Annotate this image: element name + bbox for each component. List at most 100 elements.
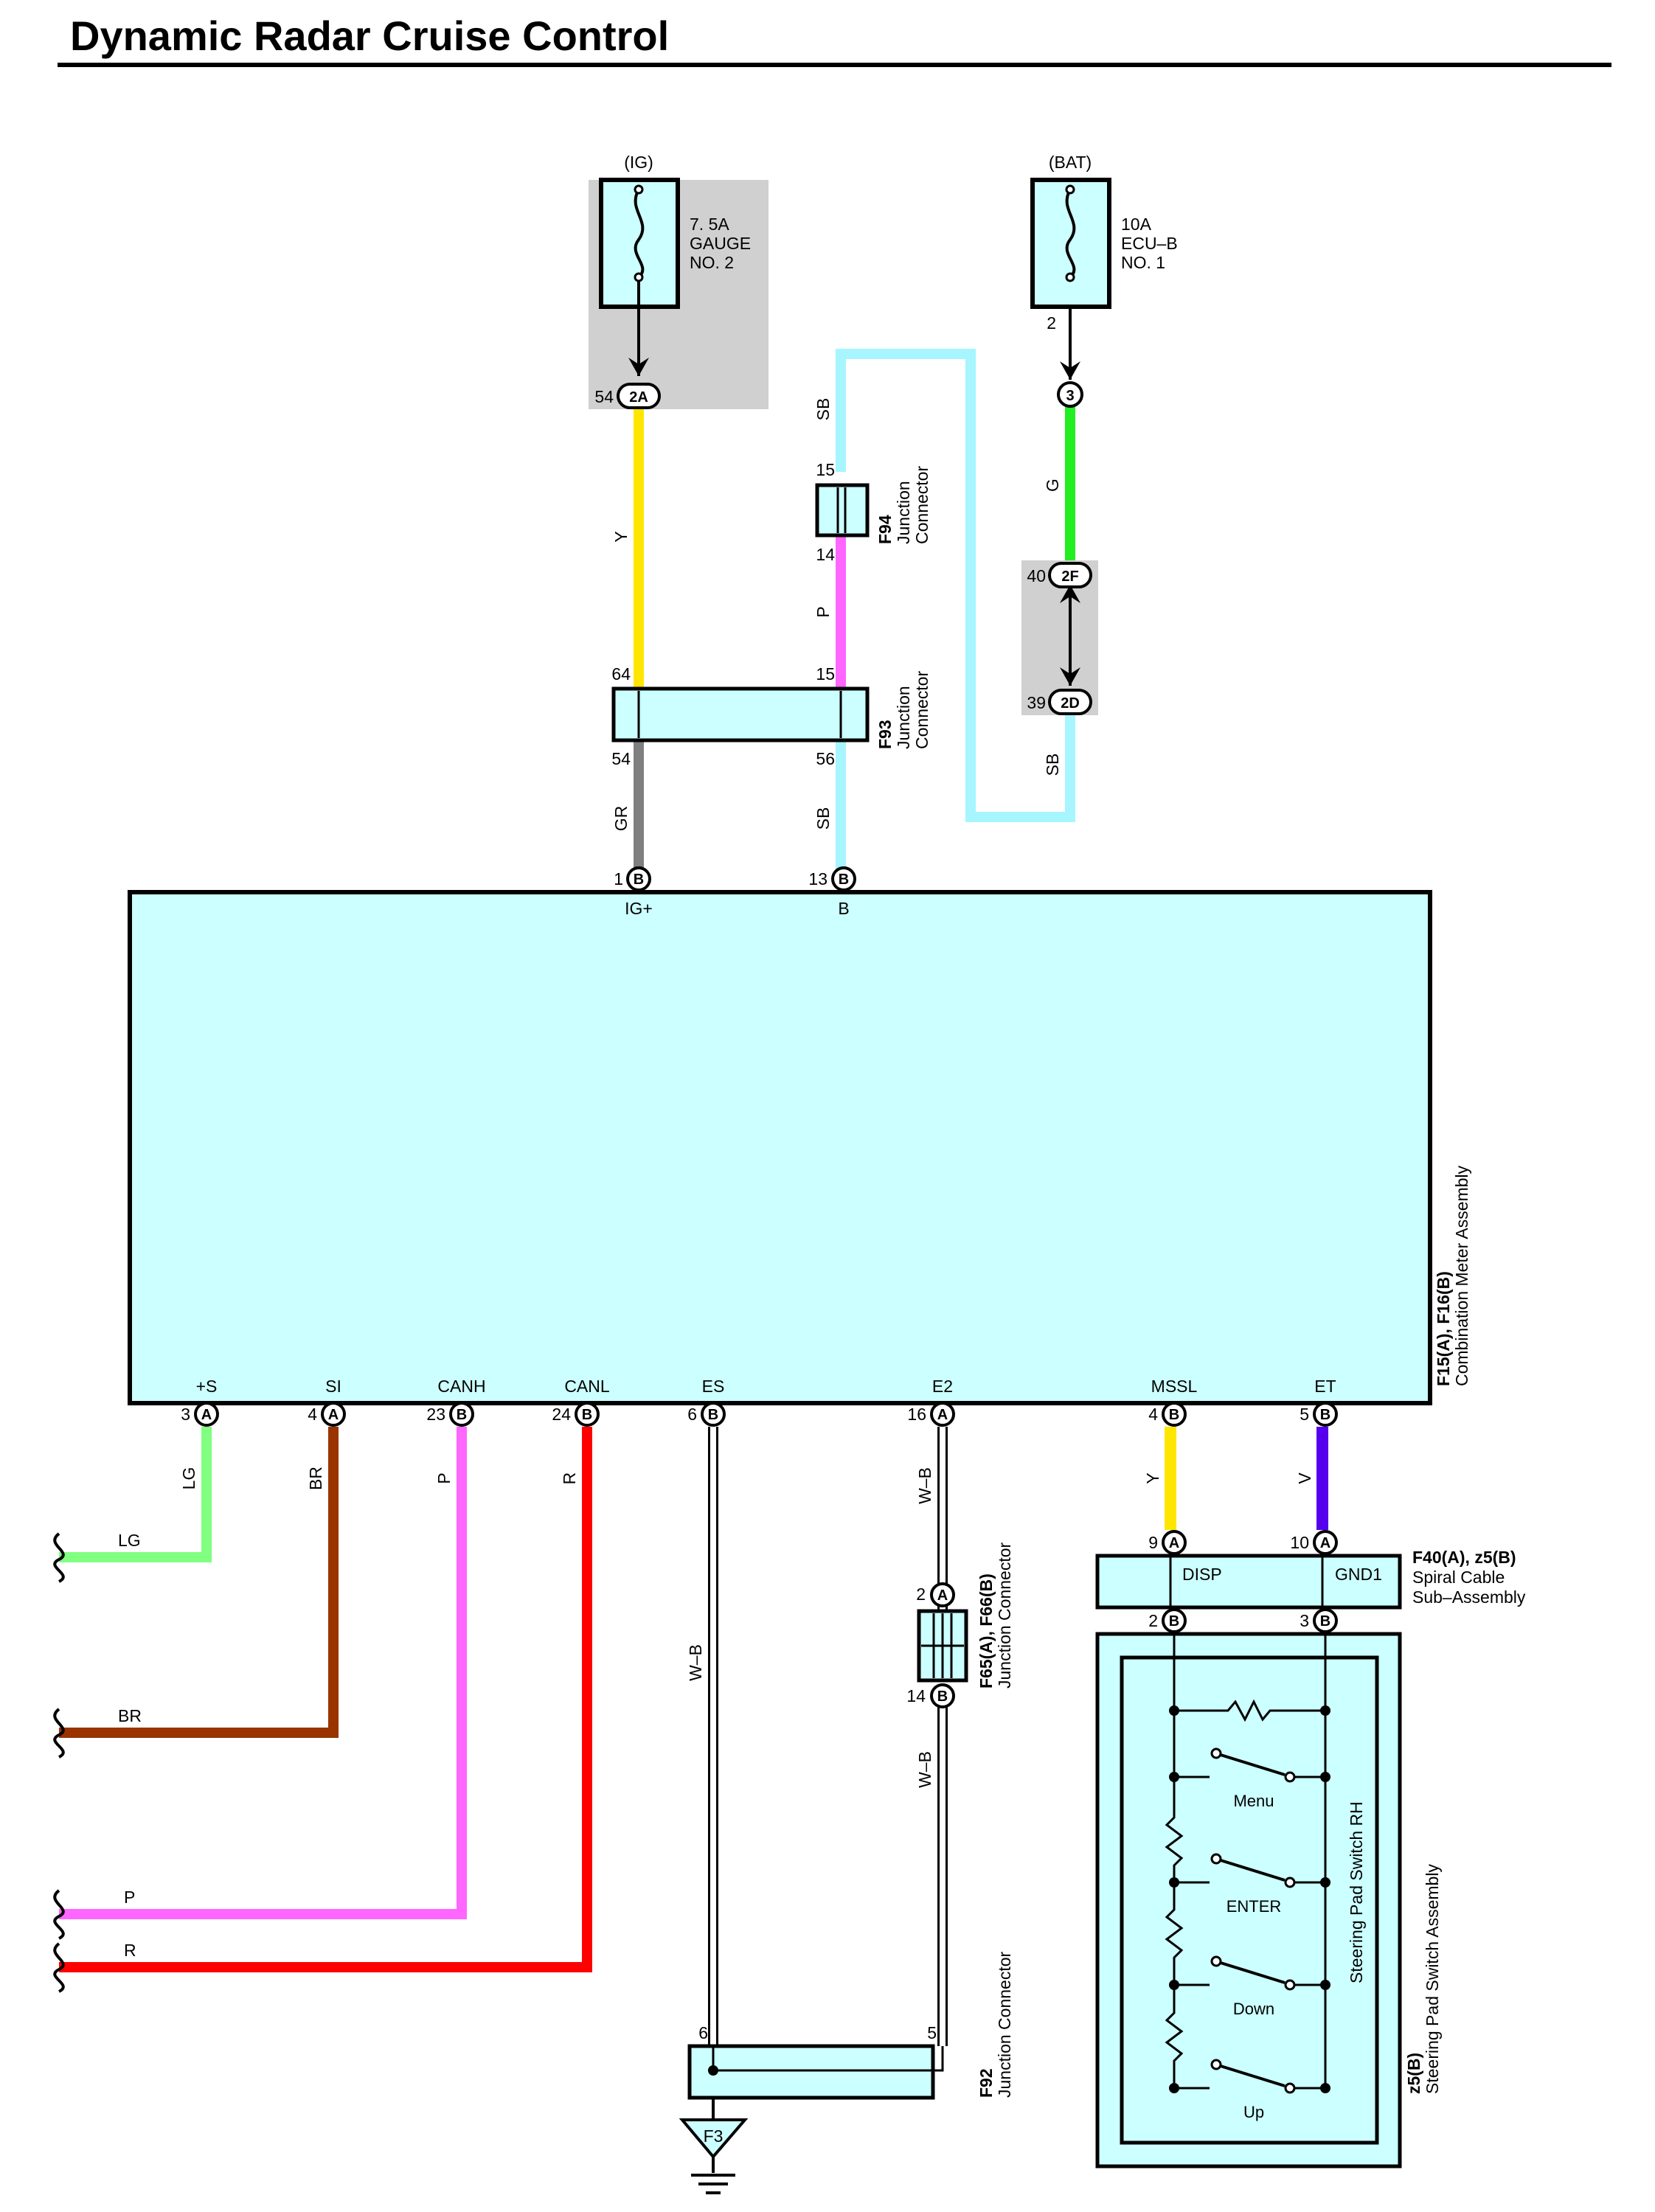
connector-3: 3 [1057,381,1083,408]
wire-label-y: Y [611,531,631,542]
svg-text:B: B [838,899,849,918]
f92-pin-right: 5 [927,2023,937,2042]
wire-end-p [53,1889,65,1940]
svg-text:B: B [1320,1613,1330,1630]
meter-bottom-terminals: A3+SA4SIB23CANHB24CANLB6ESA16E2B4MSSLB5E… [181,1377,1338,1427]
svg-text:5: 5 [1300,1405,1309,1424]
wire-end-label-br: BR [118,1706,142,1725]
spiral-pin-2b: B 2 [1148,1608,1187,1633]
f93-pin-tl: 64 [611,664,631,684]
connector-2d-pin: 39 [1027,693,1046,712]
meter-terminal-canh: B 23 CANH [426,1377,486,1427]
bat-fuse-name: ECU–B [1121,234,1178,253]
svg-text:4: 4 [308,1405,317,1424]
connector-2a-pin: 54 [594,387,614,406]
wire-r-can [59,1427,592,1972]
wire-label-lg: LG [179,1467,198,1490]
svg-text:+S: +S [196,1377,218,1396]
wire-label-p-can: P [434,1472,454,1484]
bat-fuse-number: NO. 1 [1121,253,1165,272]
svg-text:A: A [1320,1535,1330,1551]
ig-fuse-number: NO. 2 [690,253,734,272]
f65-name: Junction Connector [995,1542,1014,1688]
wire-label-gr: GR [611,806,631,832]
switch-down: Down [1169,1955,1330,2018]
combination-meter-assembly [128,890,1432,1405]
arrow-icon [628,358,649,376]
meter-id: F15(A), F16(B) [1434,1271,1453,1386]
bat-fuse [1030,178,1111,309]
wire-end-r [53,1942,65,1993]
junction-connector-f92 [687,2044,944,2120]
f65-id: F65(A), F66(B) [976,1573,996,1688]
spiral-pin-3b: B 3 [1300,1608,1338,1633]
f92-name: Junction Connector [995,1951,1014,2098]
meter-name: Combination Meter Assembly [1452,1165,1471,1386]
svg-text:2D: 2D [1061,695,1080,712]
connector-2a: 2A [617,383,661,409]
wire-label-g: G [1043,479,1062,492]
spiral-id: F40(A), z5(B) [1412,1548,1516,1567]
f94-id: F94 [875,515,895,544]
switch-label-up: Up [1243,2103,1264,2121]
wire-sb-loop [836,349,1075,822]
switch-label-menu: Menu [1233,1792,1274,1810]
fuse-icon [634,189,645,279]
spiral-name: Spiral Cable [1412,1568,1505,1587]
switch-up: Up [1169,2059,1330,2121]
svg-text:A: A [201,1407,212,1423]
switch-menu: Menu [1169,1747,1330,1810]
svg-text:3: 3 [1300,1611,1309,1630]
f94-pin-bottom: 14 [816,545,835,564]
f93-name: Junction [894,686,913,749]
junction-connector-f65: A B [917,1582,968,1708]
wire-lg [59,1427,212,1562]
svg-text:A: A [937,1407,948,1423]
switch-enter: ENTER [1169,1853,1330,1916]
svg-text:B: B [457,1407,467,1423]
f65-pin-bottom: 14 [906,1686,926,1705]
svg-text:9: 9 [1148,1533,1158,1552]
svg-text:B: B [937,1688,948,1705]
switch-label-down: Down [1233,2000,1274,2018]
ig-source-label: (IG) [624,153,653,172]
wire-label-sb-lower: SB [813,807,833,830]
svg-text:ES: ES [702,1377,725,1396]
f93-pin-br: 56 [816,749,835,768]
wire-label-wb-e2-lower: W–B [915,1751,934,1788]
page-title: Dynamic Radar Cruise Control [70,13,669,59]
svg-text:10: 10 [1290,1533,1309,1552]
svg-text:A: A [328,1407,339,1423]
svg-text:24: 24 [552,1405,571,1424]
wire-br [59,1427,339,1738]
connector-2f: 2F [1048,562,1092,588]
svg-text:B: B [634,872,644,888]
spiral-pin-label-disp: DISP [1182,1565,1222,1584]
f94-name2: Connector [912,466,931,544]
wire-end-br [53,1708,65,1759]
svg-text:MSSL: MSSL [1151,1377,1198,1396]
steering-pad-switch-assembly [1095,1632,1402,2168]
wire-label-r-can: R [560,1472,579,1485]
wire-label-br: BR [306,1467,325,1490]
svg-text:B: B [1169,1613,1179,1630]
wire-end-label-lg: LG [118,1531,141,1550]
steering-pad-switch-rh [1120,1655,1379,2145]
f92-id: F92 [976,2068,996,2098]
meter-terminal-b: B 13 B [808,866,856,918]
connector-2d: 2D [1048,689,1092,715]
connector-2f-pin: 40 [1027,566,1046,585]
ground-label: F3 [704,2126,724,2146]
spiral-pin-9a: A 9 [1148,1530,1187,1555]
wire-end-label-r: R [124,1941,136,1960]
svg-text:23: 23 [426,1405,445,1424]
svg-text:13: 13 [808,869,828,888]
wire-label-p: P [813,606,833,617]
svg-text:CANH: CANH [437,1377,485,1396]
